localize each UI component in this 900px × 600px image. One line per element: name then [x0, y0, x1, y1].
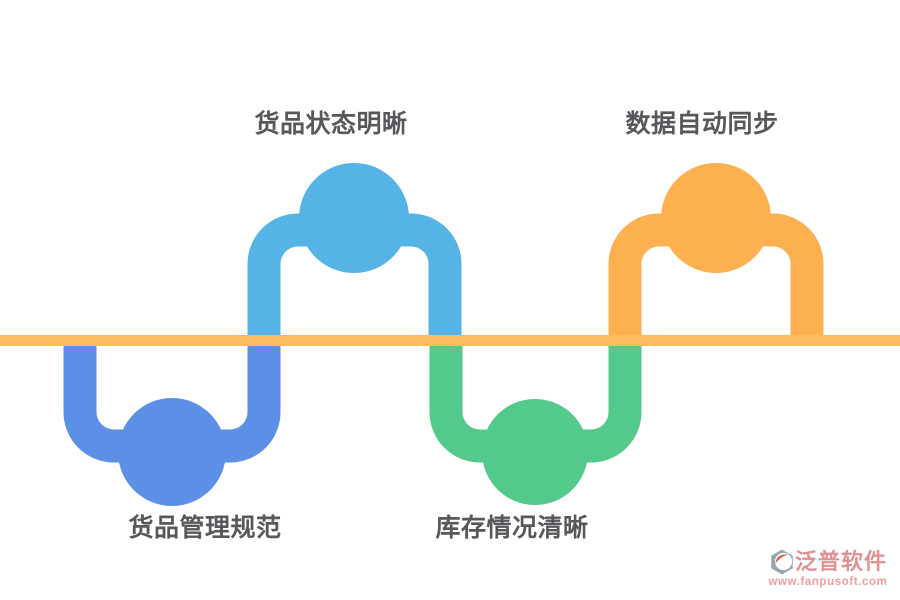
- step-1-node: [118, 398, 226, 506]
- brand-row: 泛普软件: [762, 549, 894, 575]
- logo-swoosh: [775, 554, 789, 564]
- step-1-label: 货品管理规范: [128, 514, 282, 542]
- step-4-node: [661, 163, 771, 273]
- brand-watermark: 泛普软件 www.fanpusoft.com: [762, 549, 894, 588]
- fanpu-logo-icon: [771, 549, 793, 575]
- step-4-shape: [608, 163, 824, 339]
- brand-url: www.fanpusoft.com: [768, 576, 888, 588]
- step-2-shape: [247, 163, 462, 339]
- brand-name: 泛普软件: [795, 549, 888, 574]
- step-1-shape: [63, 341, 281, 506]
- step-4-label: 数据自动同步: [625, 110, 779, 138]
- step-2-node: [299, 163, 409, 273]
- step-2-label: 货品状态明晰: [254, 110, 408, 138]
- step-3-shape: [429, 341, 642, 505]
- step-3-node: [482, 399, 588, 505]
- step-3-label: 库存情况清晰: [435, 514, 589, 542]
- timeline: [0, 335, 900, 346]
